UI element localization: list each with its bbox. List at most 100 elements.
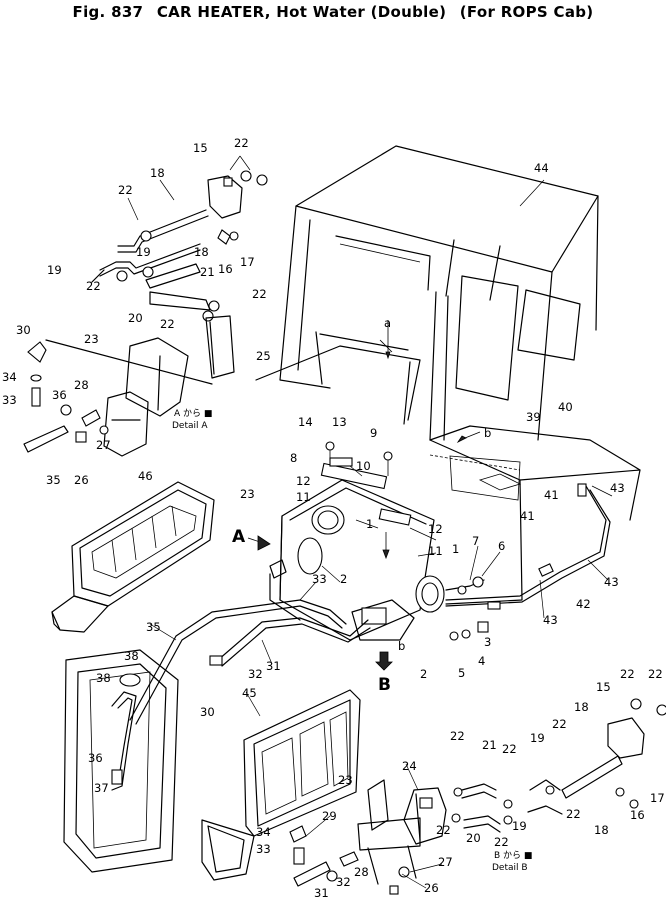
- part-callout: 22: [552, 717, 567, 731]
- part-callout: 34: [256, 825, 271, 839]
- part-callout: 31: [266, 659, 281, 673]
- leader-lines: [127, 155, 613, 889]
- part-callout: 23: [240, 487, 255, 501]
- heater-unit: [247, 441, 489, 671]
- part-callout: a: [384, 316, 391, 330]
- detail-b-caption-line1: B から ■: [494, 850, 532, 861]
- part-callout: 28: [354, 865, 369, 879]
- part-callout: 24: [402, 759, 417, 773]
- part-callout: 21: [200, 265, 215, 279]
- part-callout: 22: [234, 136, 249, 150]
- part-callout: b: [398, 639, 405, 653]
- part-callout: 43: [543, 613, 558, 627]
- part-callout: 28: [74, 378, 89, 392]
- part-callout: 19: [512, 819, 527, 833]
- part-callout: 15: [596, 680, 611, 694]
- part-callout: 6: [498, 539, 505, 553]
- part-callout: 4: [478, 654, 485, 668]
- part-callout: 18: [574, 700, 589, 714]
- part-callout: 12: [428, 522, 443, 536]
- part-callout: 34: [2, 370, 17, 384]
- part-callout: 19: [136, 245, 151, 259]
- part-callout: 22: [620, 667, 635, 681]
- part-callout: 20: [466, 831, 481, 845]
- part-callout: 38: [124, 649, 139, 663]
- part-callout: 22: [648, 667, 663, 681]
- part-callout: 20: [128, 311, 143, 325]
- part-callout: 30: [16, 323, 31, 337]
- part-callout: 32: [336, 875, 351, 889]
- part-callout: 32: [248, 667, 263, 681]
- part-callout: 22: [160, 317, 175, 331]
- part-callout: 8: [290, 451, 297, 465]
- part-callout: 22: [86, 279, 101, 293]
- part-callout: 39: [526, 410, 541, 424]
- part-callout: 33: [312, 572, 327, 586]
- radiator-frame: [63, 649, 179, 873]
- part-callout: 46: [138, 469, 153, 483]
- part-callout: 12: [296, 474, 311, 488]
- part-callout: 16: [630, 808, 645, 822]
- part-callout: 42: [576, 597, 591, 611]
- detail-a: [23, 170, 268, 457]
- panel-46: [51, 481, 215, 633]
- figure-heading: CAR HEATER, Hot Water (Double): [156, 3, 447, 21]
- part-callout: 27: [438, 855, 453, 869]
- part-callout: 26: [424, 881, 439, 895]
- part-callout: 3: [484, 635, 491, 649]
- part-callout: 41: [520, 509, 535, 523]
- figure-title: Fig. 837 CAR HEATER, Hot Water (Double) …: [0, 3, 666, 21]
- part-callout: 23: [84, 332, 99, 346]
- part-callout: 38: [96, 671, 111, 685]
- part-callout: 27: [96, 438, 111, 452]
- panel-45: [201, 689, 361, 881]
- part-callout: 21: [482, 738, 497, 752]
- part-callout: 5: [458, 666, 465, 680]
- part-callout: 2: [340, 572, 347, 586]
- detail-b: [289, 698, 666, 895]
- part-callout: 11: [428, 544, 443, 558]
- part-callout: 40: [558, 400, 573, 414]
- part-callout: 22: [502, 742, 517, 756]
- part-callout: 44: [534, 161, 549, 175]
- figure-note: (For ROPS Cab): [459, 3, 594, 21]
- part-callout: 36: [88, 751, 103, 765]
- part-callout: 25: [256, 349, 271, 363]
- part-callout: 37: [94, 781, 109, 795]
- part-callout: 41: [544, 488, 559, 502]
- part-callout: 18: [594, 823, 609, 837]
- detail-a-caption-line2: Detail A: [172, 421, 208, 431]
- part-callout: 15: [193, 141, 208, 155]
- part-callout: 18: [150, 166, 165, 180]
- part-callout: 22: [252, 287, 267, 301]
- part-callout: 30: [200, 705, 215, 719]
- part-callout: 33: [256, 842, 271, 856]
- detail-a-caption-line1: A から ■: [174, 408, 212, 419]
- part-callout: 1: [452, 542, 459, 556]
- part-callout: 9: [370, 426, 377, 440]
- part-callout: 22: [494, 835, 509, 849]
- part-callout: 10: [356, 459, 371, 473]
- part-callout: 36: [52, 388, 67, 402]
- part-callout: 22: [436, 823, 451, 837]
- part-callout: 22: [118, 183, 133, 197]
- part-callout: 19: [530, 731, 545, 745]
- rops-cab: [255, 145, 641, 605]
- part-callout: 43: [610, 481, 625, 495]
- part-callout: 33: [2, 393, 17, 407]
- part-callout: 22: [450, 729, 465, 743]
- hoses-31-35: [129, 573, 371, 725]
- part-callout: 35: [146, 620, 161, 634]
- part-callout: 29: [322, 809, 337, 823]
- part-callout: 13: [332, 415, 347, 429]
- part-callout: 23: [338, 773, 353, 787]
- part-callout: 17: [650, 791, 665, 805]
- view-arrow-label: A: [232, 527, 246, 547]
- part-callout: 14: [298, 415, 313, 429]
- part-callout: 31: [314, 886, 329, 900]
- part-callout: b: [484, 426, 491, 440]
- part-callout: 16: [218, 262, 233, 276]
- detail-b-caption-line2: Detail B: [492, 863, 528, 873]
